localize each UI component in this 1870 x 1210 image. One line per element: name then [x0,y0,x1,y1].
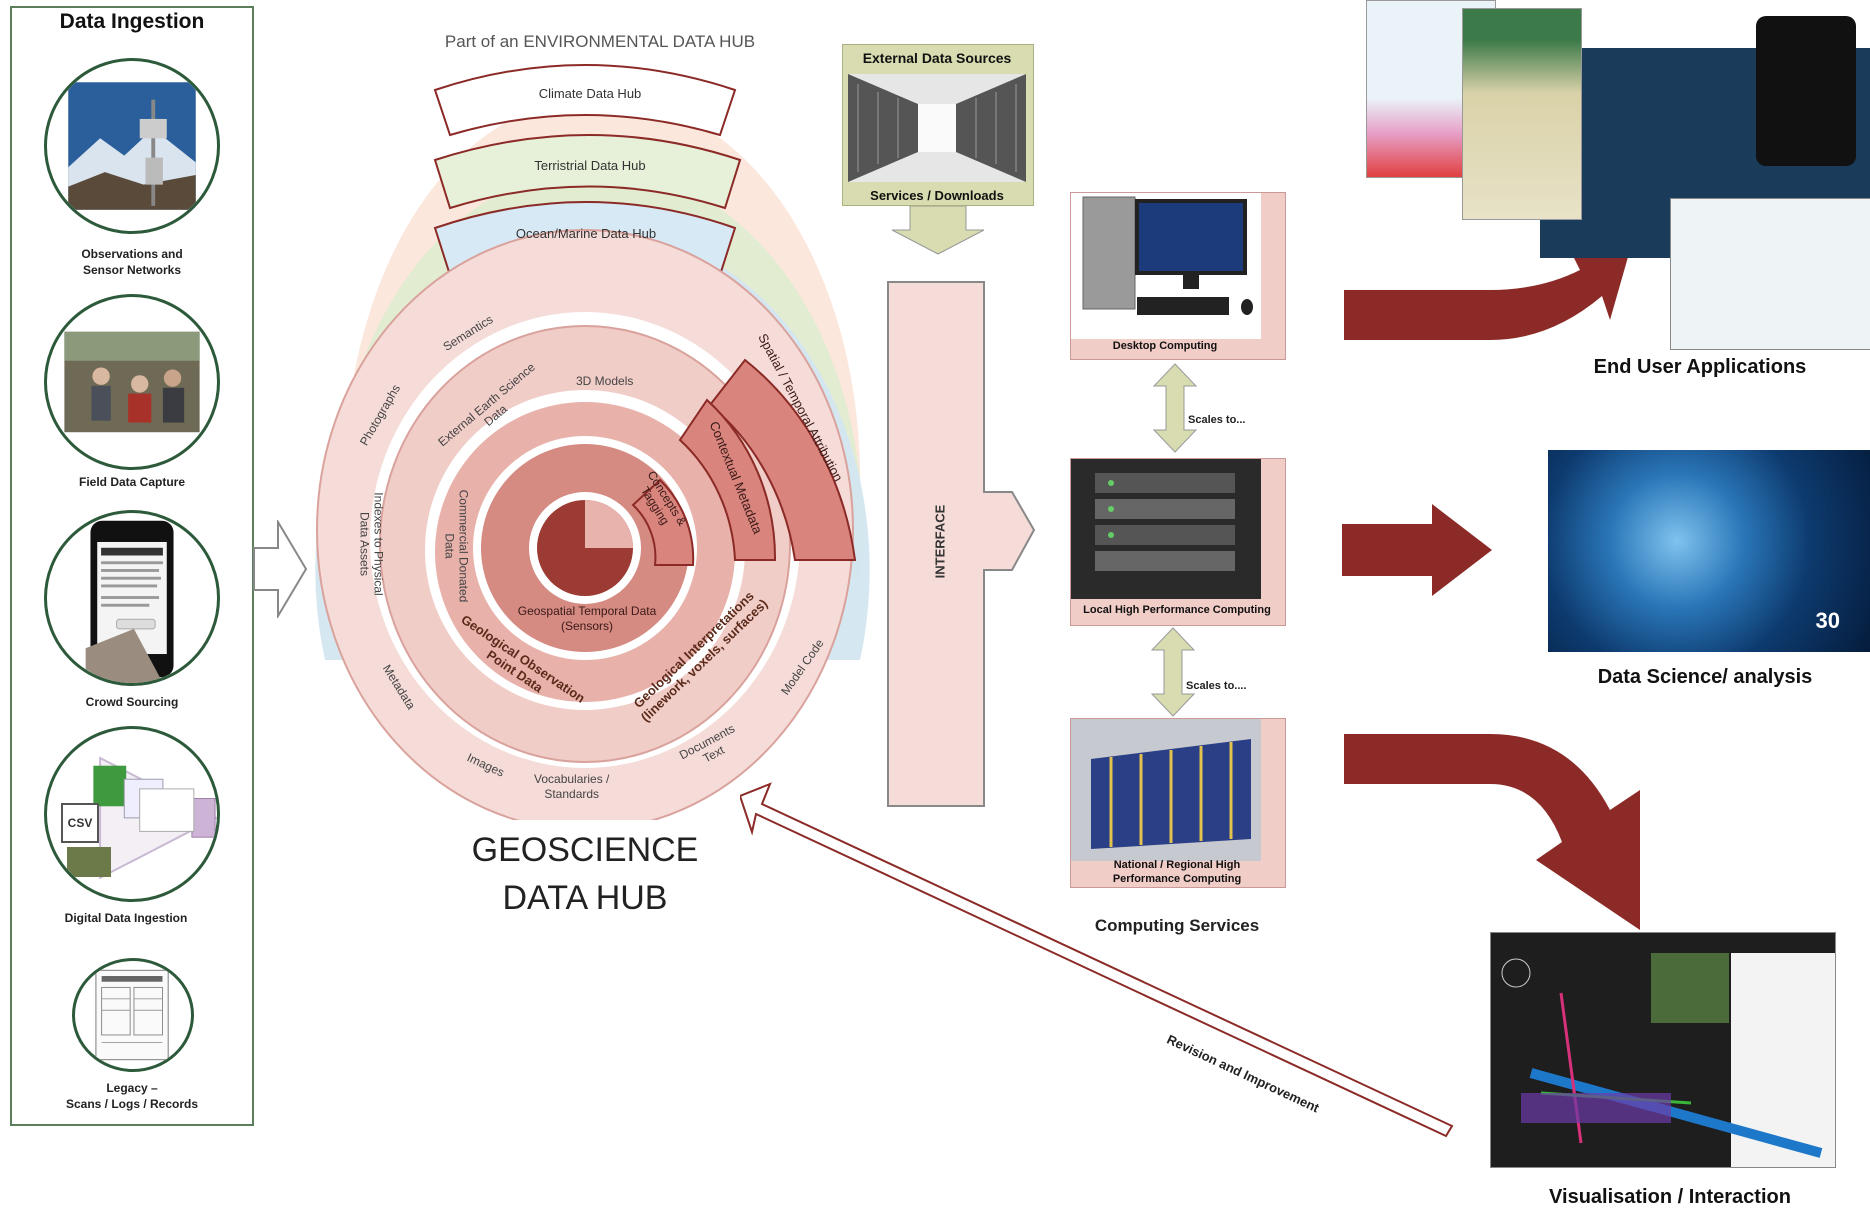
end-user-screenshots [1360,0,1870,350]
scales-to-label-1: Scales to... [1188,414,1246,426]
observations-image [44,58,220,234]
digital-data-ingestion-image: CSV [44,726,220,902]
geospatial-temporal-label: Geospatial Temporal Data (Sensors) [517,604,657,633]
terrestrial-hub-banner [433,134,742,210]
digital-data-ingestion-label: Digital Data Ingestion [64,911,188,925]
server-corridor-image [848,74,1026,182]
geoscience-hub-diagram [315,64,870,820]
uk-map-screenshot [1670,198,1870,350]
field-data-capture-image [44,294,220,470]
legacy-label: Legacy – Scans / Logs / Records [65,1081,199,1111]
vocabularies-label: Vocabularies / Standards [534,772,610,801]
scales-arrow-1 [1152,363,1198,453]
revision-improvement-arrow [740,782,1454,1138]
national-hpc-label: National / Regional High Performance Com… [1112,859,1242,885]
map-app-screenshot [1462,8,1582,220]
interface-label: INTERFACE [932,504,948,579]
crowd-sourcing-label: Crowd Sourcing [85,695,179,709]
data-science-screen-number: 30 [1815,608,1840,633]
csv-file-icon: CSV [61,803,99,843]
geoscience-hub-title: GEOSCIENCE DATA HUB [471,831,699,917]
arrow-to-end-user [1344,250,1630,340]
indexes-label: Indexes to Physical Data Assets [357,492,386,596]
visualisation-title: Visualisation / Interaction [1549,1186,1791,1208]
scales-to-label-2: Scales to.... [1186,680,1247,692]
visualisation-screenshot [1490,932,1836,1168]
external-data-sources-title: External Data Sources [862,50,1012,66]
3d-models-label: 3D Models [576,374,634,388]
data-science-screenshot: 30 [1548,450,1870,652]
local-hpc-label: Local High Performance Computing [1083,604,1271,616]
external-down-arrow [891,206,985,255]
ocean-hub-label: Ocean/Marine Data Hub [515,226,657,241]
arrow-to-data-science [1342,504,1492,596]
arrow-to-visualisation [1344,734,1640,930]
hub-subtitle: Part of an ENVIRONMENTAL DATA HUB [444,32,756,51]
interface-arrow [887,281,1036,807]
legacy-scans-image [72,958,194,1072]
desktop-computing-label: Desktop Computing [1112,340,1218,352]
commercial-label: Commercial Donated Data [442,489,471,603]
ingestion-to-hub-arrow [253,520,308,618]
national-hpc-box [1070,718,1286,888]
observations-label: Observations and Sensor Networks [81,247,183,277]
log-thumbnail [67,847,111,877]
services-downloads-label: Services / Downloads [870,188,1004,203]
scales-arrow-2 [1150,627,1196,717]
end-user-applications-title: End User Applications [1593,356,1807,378]
phone-app-screenshot [1756,16,1856,166]
computing-services-title: Computing Services [1094,916,1260,935]
field-data-capture-label: Field Data Capture [78,475,186,489]
climate-hub-label: Climate Data Hub [538,86,642,101]
data-ingestion-title: Data Ingestion [59,10,205,33]
local-hpc-box [1070,458,1286,626]
terrestrial-hub-label: Terristrial Data Hub [534,158,646,173]
data-science-title: Data Science/ analysis [1597,666,1813,688]
climate-hub-banner [433,64,737,137]
crowd-sourcing-image [44,510,220,686]
desktop-computing-box [1070,192,1286,360]
